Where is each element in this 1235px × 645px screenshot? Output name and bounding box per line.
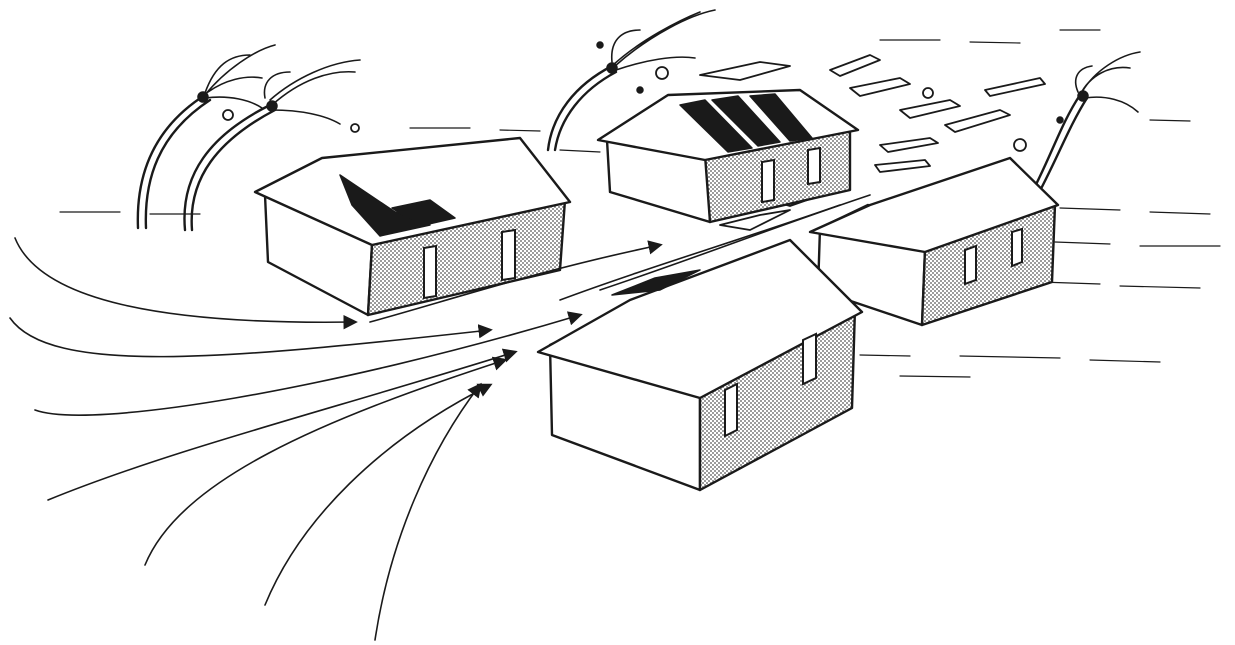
house-front — [538, 240, 862, 490]
palm-tree-right — [1028, 52, 1140, 200]
wind-arrow — [48, 352, 515, 500]
palm-tree-left-1 — [138, 45, 275, 228]
wind-arrow — [10, 318, 490, 357]
wind-arrow — [35, 315, 580, 415]
wind-arrow — [145, 360, 505, 565]
wind-arrow — [375, 385, 480, 640]
house-left — [255, 138, 570, 315]
house-back — [598, 90, 858, 222]
